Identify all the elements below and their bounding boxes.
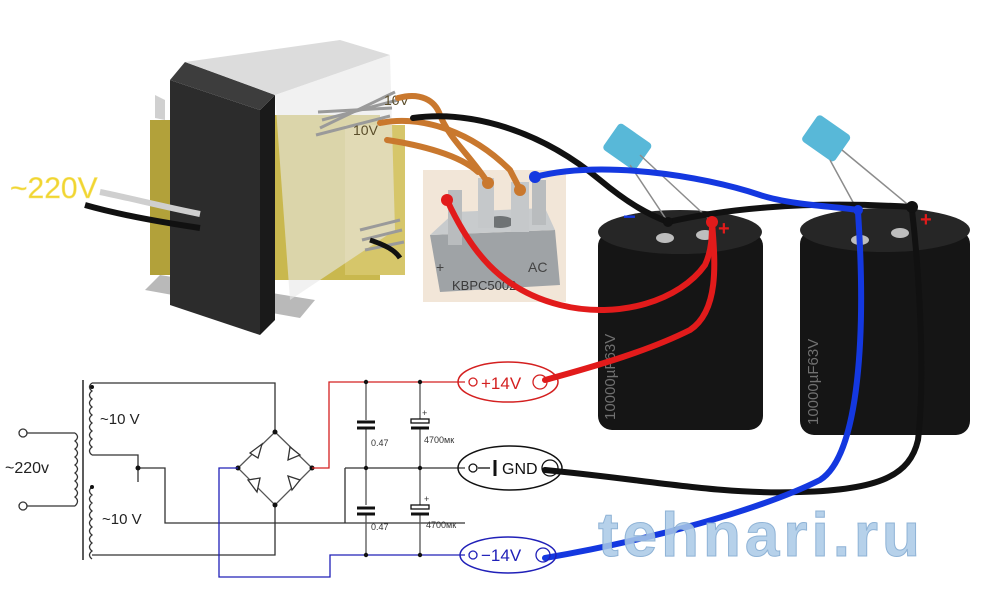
watermark: tehnari.ru bbox=[598, 501, 924, 570]
positive-wire-bridge bbox=[444, 197, 715, 314]
capacitor-right-photo: 10000µF63V bbox=[800, 208, 970, 435]
transformer-photo bbox=[84, 40, 405, 335]
bridge-part-number: KBPC5002 bbox=[452, 278, 516, 293]
elec-cap-bottom-plus: + bbox=[424, 494, 429, 504]
negative-output-oval bbox=[459, 536, 557, 574]
ground-wire-top bbox=[410, 113, 915, 226]
schematic bbox=[18, 361, 563, 578]
winding-label-bottom: 10V bbox=[353, 122, 379, 138]
primary-winding bbox=[73, 432, 79, 507]
schematic-secondary-bottom-label: ~10 V bbox=[102, 511, 142, 528]
elec-cap-bottom-value: 4700мк bbox=[426, 520, 456, 530]
output-positive-label: +14V bbox=[481, 374, 522, 393]
film-capacitor-right-photo bbox=[802, 115, 913, 216]
positive-wire-output bbox=[542, 219, 718, 383]
output-ground-label: GND bbox=[502, 461, 538, 478]
diode-bridge bbox=[237, 431, 313, 506]
negative-wire-top bbox=[532, 166, 861, 213]
bridge-ac-mark: AC bbox=[528, 259, 547, 275]
cap-left-minus: − bbox=[623, 204, 636, 229]
winding-lead-2 bbox=[377, 117, 523, 193]
primary-terminal-bottom bbox=[18, 501, 28, 511]
bridge-rectifier-photo bbox=[423, 170, 566, 302]
secondary-winding-bottom bbox=[88, 486, 94, 560]
secondary-winding-top bbox=[88, 382, 94, 456]
capacitor-right-marking: 10000µF63V bbox=[805, 339, 822, 425]
cap-left-plus: + bbox=[718, 218, 730, 240]
winding-lead-3 bbox=[384, 137, 481, 175]
film-cap-bottom-value: 0.47 bbox=[371, 522, 389, 532]
schematic-primary-label: ~220v bbox=[5, 460, 49, 477]
cap-right-plus: + bbox=[920, 209, 932, 231]
mains-voltage-label: ~220V bbox=[10, 172, 98, 205]
ground-output-oval bbox=[457, 445, 563, 491]
elec-cap-top-value: 4700мк bbox=[424, 435, 454, 445]
photo-wires bbox=[377, 93, 925, 561]
bridge-plus-mark: + bbox=[436, 259, 444, 275]
negative-wire-bottom bbox=[542, 209, 865, 561]
capacitor-left-photo: 10000µF63V bbox=[598, 210, 763, 430]
wire-joints bbox=[441, 171, 918, 228]
film-capacitor-left-photo bbox=[603, 123, 711, 223]
positive-output-oval bbox=[457, 361, 559, 403]
capacitor-left-marking: 10000µF63V bbox=[602, 334, 619, 420]
elec-cap-top-plus: + bbox=[422, 408, 427, 418]
output-negative-label: −14V bbox=[481, 546, 522, 565]
schematic-secondary-top-label: ~10 V bbox=[100, 411, 140, 428]
film-cap-top-value: 0.47 bbox=[371, 438, 389, 448]
ground-wire-bottom bbox=[542, 207, 925, 496]
primary-terminal-top bbox=[18, 428, 28, 438]
